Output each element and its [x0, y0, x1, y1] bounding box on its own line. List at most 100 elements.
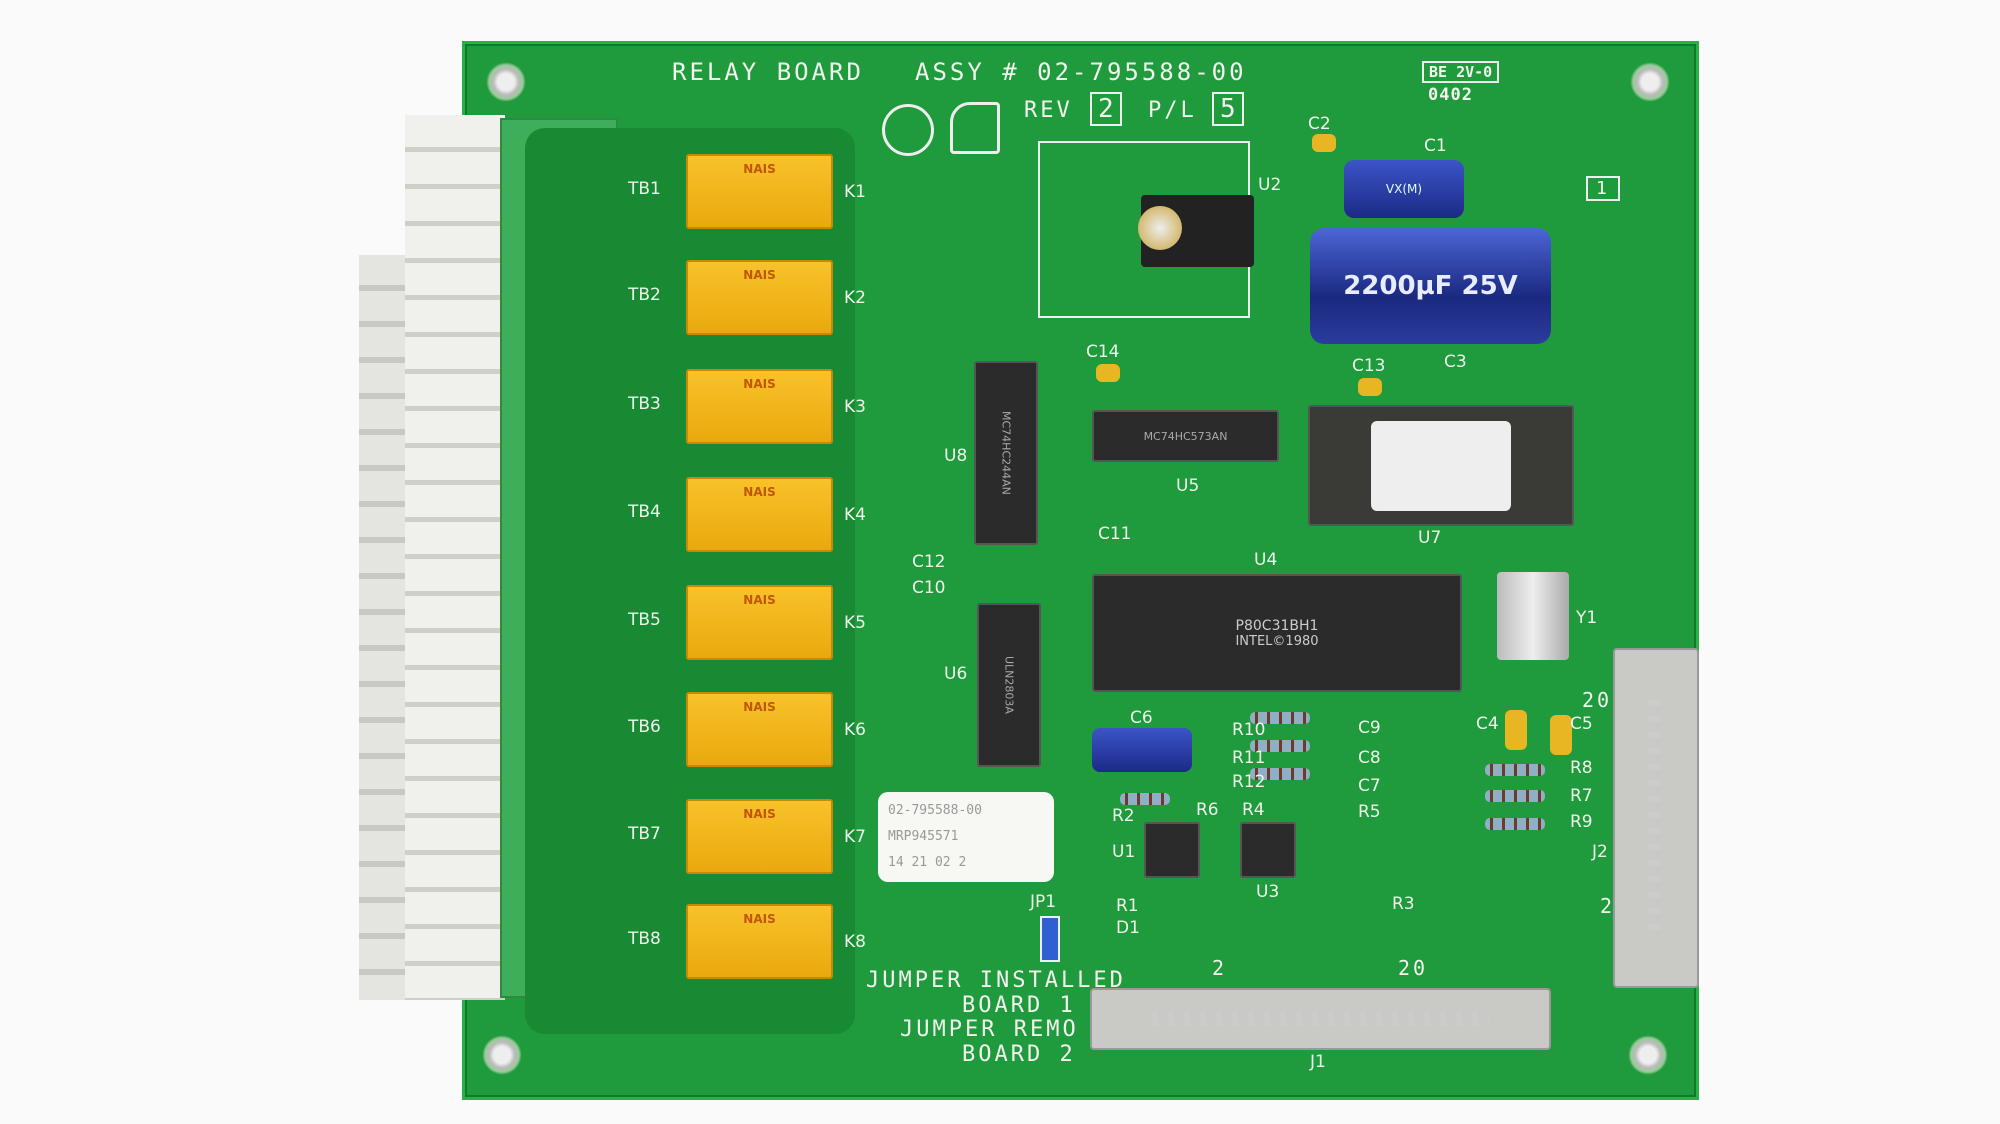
crystal-y1	[1497, 572, 1569, 660]
ref-label: C7	[1358, 776, 1381, 796]
relay-k2: NAIS	[686, 260, 833, 335]
c6-label: C6	[1130, 708, 1153, 728]
rev-label: REV	[1024, 98, 1073, 123]
u5-label: U5	[1176, 476, 1200, 496]
terminal-label: TB6	[628, 717, 661, 737]
capacitor-c1: VX(M)	[1344, 160, 1464, 218]
mounting-hole	[482, 1035, 522, 1075]
stamp: BE 2V-0	[1422, 61, 1500, 83]
pl-label: P/L	[1148, 98, 1197, 123]
ref-label: C11	[1098, 524, 1132, 544]
cpu-marking-2: INTEL©1980	[1235, 633, 1319, 649]
ic-u3	[1240, 822, 1296, 878]
assembly-number: ASSY # 02-795588-00	[915, 58, 1247, 86]
relay-k3: NAIS	[686, 369, 833, 444]
relay-brand: NAIS	[743, 807, 776, 821]
relay-label: K6	[844, 720, 866, 740]
terminal-label: TB4	[628, 502, 661, 522]
ribbon-connector-j1[interactable]	[1090, 988, 1551, 1050]
relay-brand: NAIS	[743, 593, 776, 607]
ref-label: R3	[1392, 894, 1415, 914]
ref-label: C14	[1086, 342, 1120, 362]
relay-k6: NAIS	[686, 692, 833, 767]
relay-k4: NAIS	[686, 477, 833, 552]
j2-label: J2	[1592, 842, 1608, 862]
capacitor-c6	[1092, 728, 1192, 772]
terminal-screws	[405, 115, 505, 1000]
u4-label: U4	[1254, 550, 1278, 570]
sticker-line: 14 21 02 2	[888, 855, 967, 870]
relay-brand: NAIS	[743, 268, 776, 282]
sticker-line: 02-795588-00	[888, 803, 982, 818]
jp1-label: JP1	[1030, 892, 1057, 912]
mounting-hole	[1630, 62, 1670, 102]
ref-label: C9	[1358, 718, 1381, 738]
u3-label: U3	[1256, 882, 1280, 902]
rev-value: 2	[1090, 92, 1122, 126]
relay-k5: NAIS	[686, 585, 833, 660]
ic-u5: MC74HC573AN	[1092, 410, 1279, 462]
ul-logo-icon	[950, 102, 1000, 154]
ref-label: R7	[1570, 786, 1593, 806]
ref-label: R9	[1570, 812, 1593, 832]
ref-label: R11	[1232, 748, 1266, 768]
terminal-label: TB2	[628, 285, 661, 305]
ref-label: C12	[912, 552, 946, 572]
ref-label: C10	[912, 578, 946, 598]
ref-label: R8	[1570, 758, 1593, 778]
j1-pin-b: 20	[1398, 956, 1429, 980]
resistor	[1485, 818, 1545, 830]
board-title: RELAY BOARD	[672, 58, 864, 86]
cpu-u4: P80C31BH1 INTEL©1980	[1092, 574, 1462, 692]
ref-label: R10	[1232, 720, 1266, 740]
jumper-note-3: JUMPER REMO	[900, 1017, 1079, 1042]
jumper-note-2: BOARD 1	[962, 993, 1076, 1018]
j1-pin-a: 2	[1212, 956, 1228, 980]
relay-label: K1	[844, 182, 866, 202]
serial-sticker: 02-795588-00 MRP945571 14 21 02 2	[878, 792, 1054, 882]
ic-u8: MC74HC244AN	[974, 361, 1038, 545]
terminal-label: TB7	[628, 824, 661, 844]
terminal-label: TB5	[628, 610, 661, 630]
ref-label: C13	[1352, 356, 1386, 376]
resistor	[1250, 712, 1310, 724]
resistor	[1250, 740, 1310, 752]
ref-label: C2	[1308, 114, 1331, 134]
c3-label: C3	[1444, 352, 1467, 372]
ref-label: R5	[1358, 802, 1381, 822]
u2-label: U2	[1258, 175, 1282, 195]
mounting-hole	[1628, 1035, 1668, 1075]
u7-label: U7	[1418, 528, 1442, 548]
y1-label: Y1	[1576, 608, 1598, 628]
resistor	[1485, 790, 1545, 802]
jumper-note-1: JUMPER INSTALLED	[866, 968, 1126, 993]
resistor	[1250, 768, 1310, 780]
capacitor-c4	[1505, 710, 1527, 750]
relay-label: K3	[844, 397, 866, 417]
sticker-line: MRP945571	[888, 829, 959, 844]
j2-pin-a: 20	[1582, 688, 1613, 712]
j1-label: J1	[1310, 1052, 1326, 1072]
capacitor-c5	[1550, 715, 1572, 755]
c1-label: C1	[1424, 136, 1447, 156]
pl-value: 5	[1212, 92, 1244, 126]
terminal-label: TB8	[628, 929, 661, 949]
ref-label: R6	[1196, 800, 1219, 820]
ref-label: C4	[1476, 714, 1499, 734]
jumper-jp1[interactable]	[1040, 916, 1060, 962]
resistor	[1485, 764, 1545, 776]
recycle-icon	[882, 104, 934, 156]
relay-k8: NAIS	[686, 904, 833, 979]
relay-brand: NAIS	[743, 162, 776, 176]
ref-label: D1	[1116, 918, 1140, 938]
ribbon-connector-j2[interactable]	[1613, 648, 1699, 988]
eprom-u7	[1308, 405, 1574, 526]
j2-pin-b: 2	[1600, 894, 1616, 918]
relay-brand: NAIS	[743, 485, 776, 499]
cpu-marking: P80C31BH1	[1235, 617, 1319, 634]
u1-label: U1	[1112, 842, 1136, 862]
relay-brand: NAIS	[743, 377, 776, 391]
relay-brand: NAIS	[743, 700, 776, 714]
relay-label: K4	[844, 505, 866, 525]
ref-label: C8	[1358, 748, 1381, 768]
